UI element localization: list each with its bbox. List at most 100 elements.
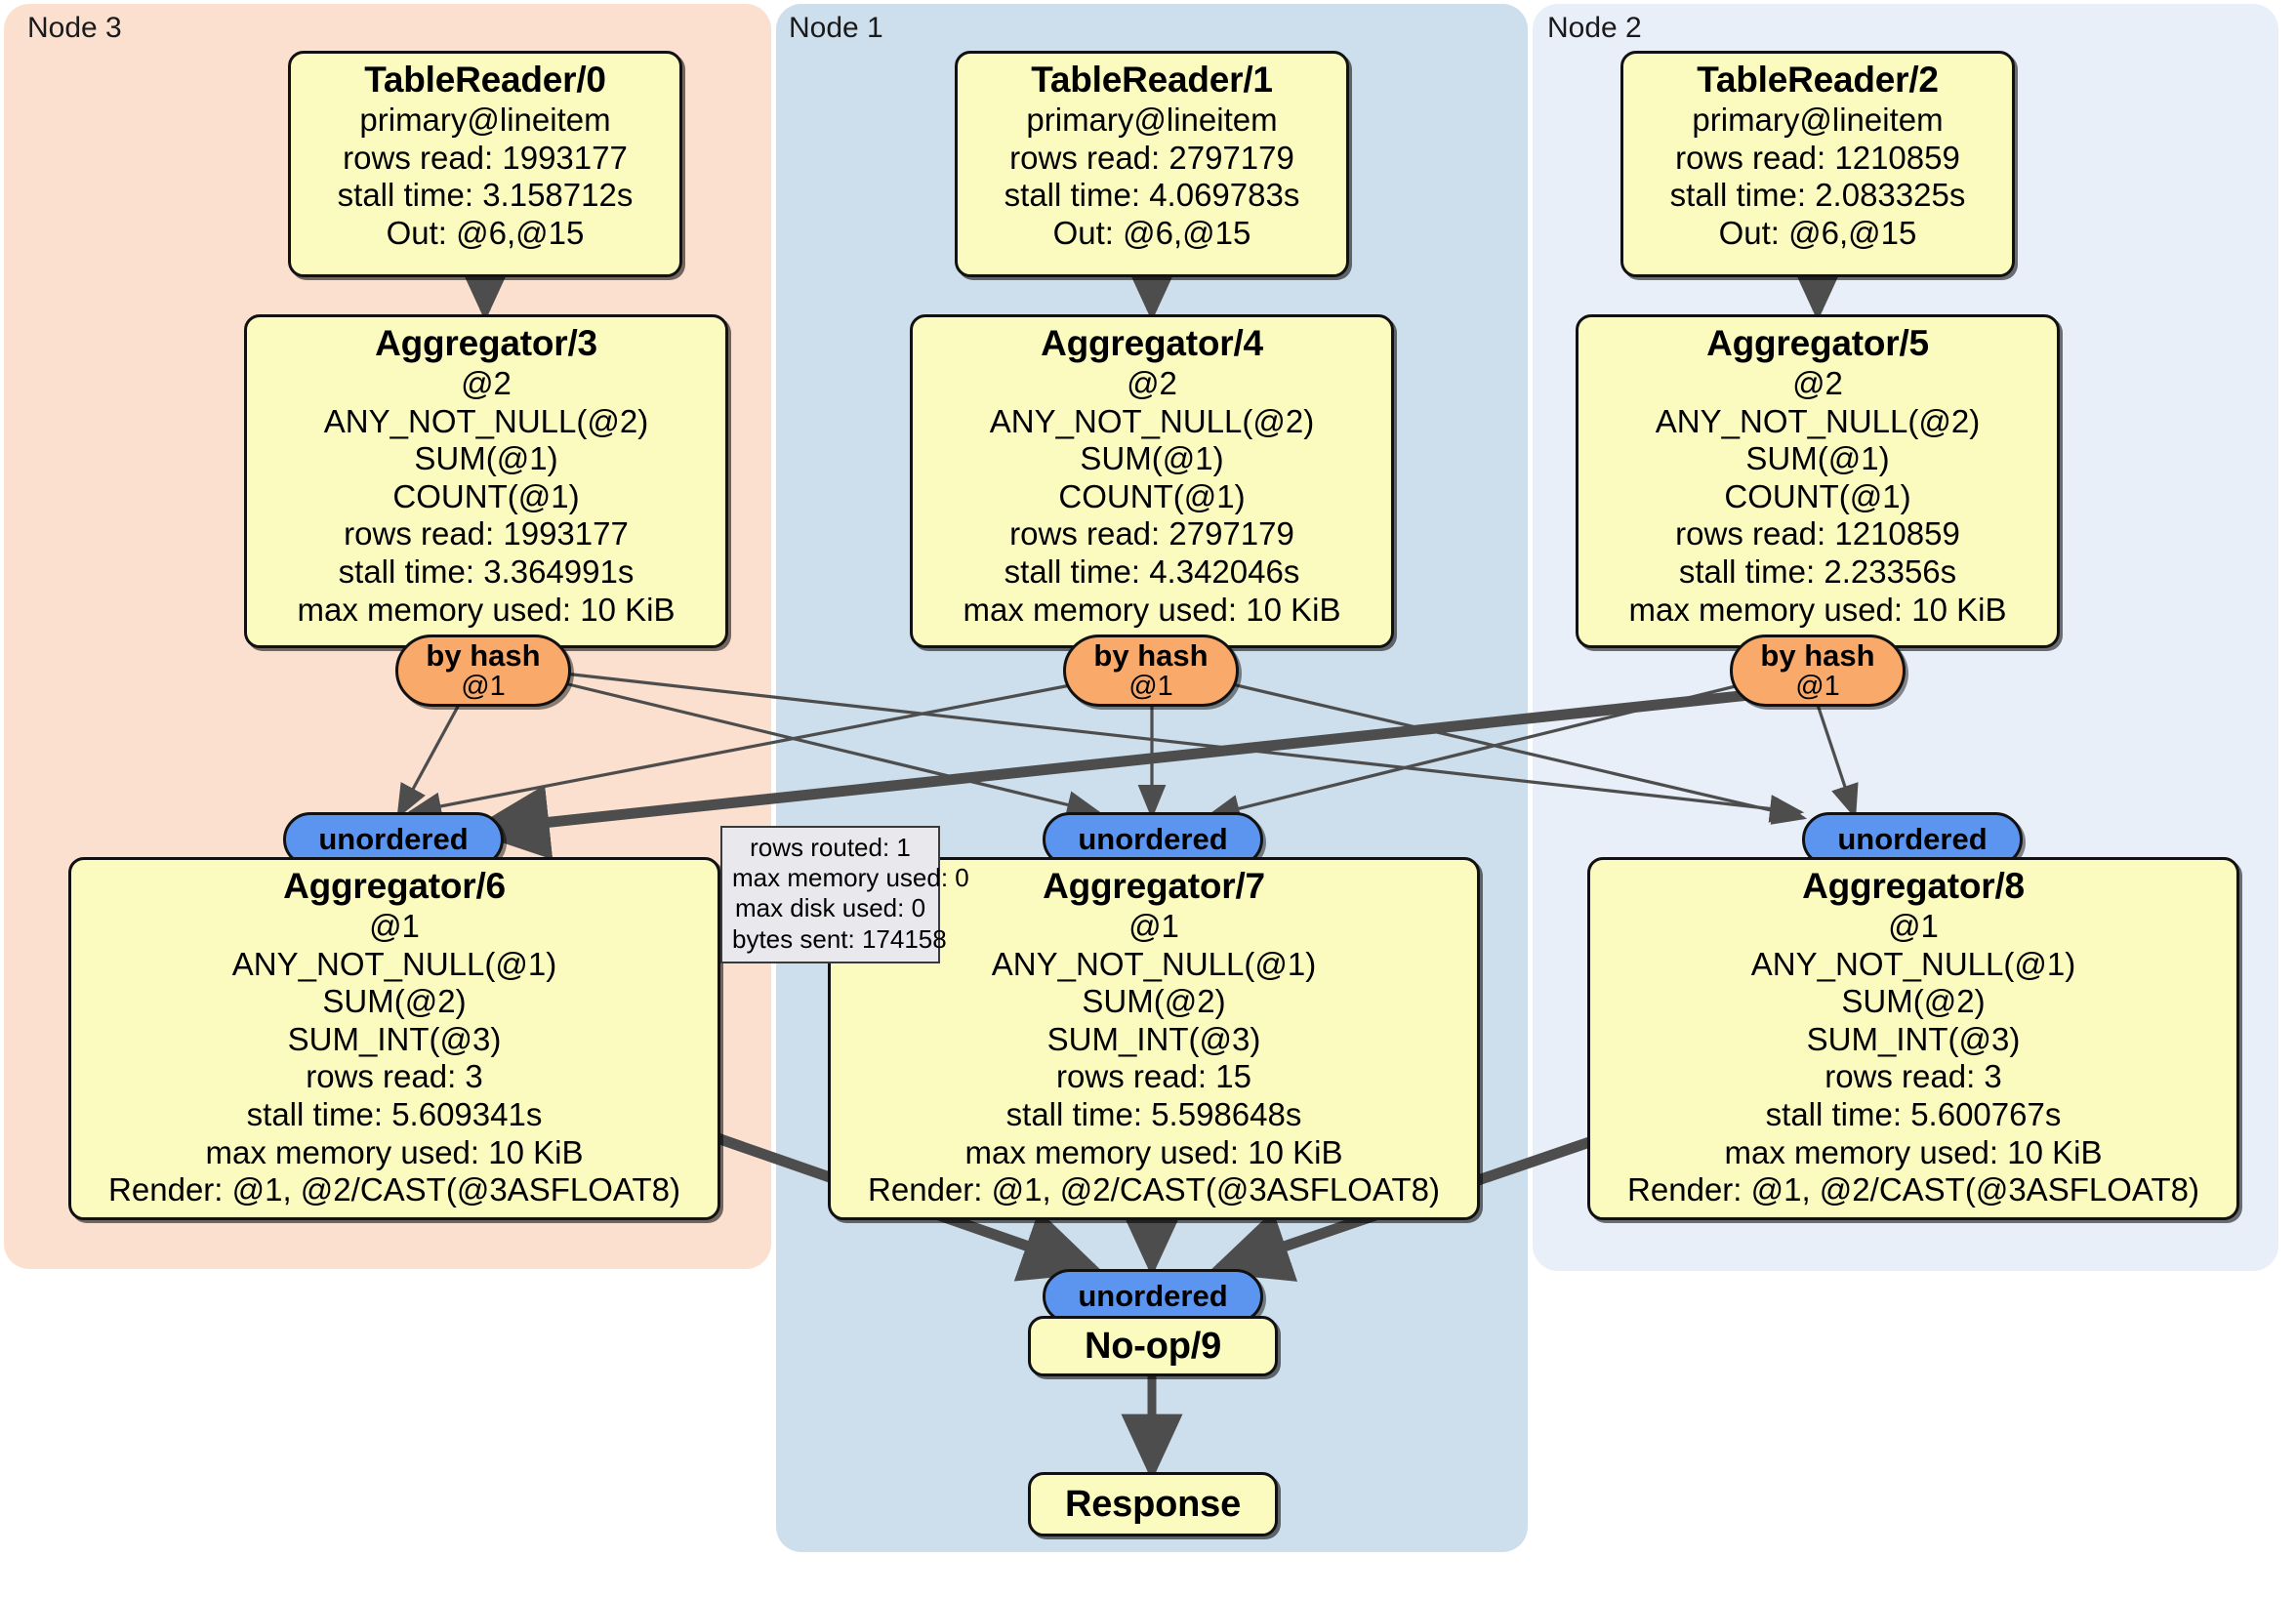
processor-detail: primary@lineitem [1692, 101, 1944, 138]
processor-title: No-op/9 [1084, 1325, 1222, 1367]
processor-title: Aggregator/7 [1043, 866, 1265, 906]
edge-hashL-unorderedL [396, 704, 461, 819]
processor-detail: SUM(@2) [322, 983, 467, 1020]
processor-detail: rows read: 15 [1056, 1058, 1251, 1095]
processor-detail: SUM_INT(@3) [287, 1020, 502, 1057]
processor-detail: stall time: 5.600767s [1765, 1095, 2062, 1132]
processor-title: Response [1064, 1483, 1241, 1525]
edge-hashL-unorderedM [563, 681, 1102, 819]
processor-tablereader-1[interactable]: TableReader/1 primary@lineitem rows read… [955, 51, 1349, 277]
synchronizer-label: unordered [1837, 821, 1988, 856]
processor-detail: Out: @6,@15 [386, 214, 585, 251]
processor-detail: stall time: 3.364991s [338, 553, 635, 590]
router-by-hash-left[interactable]: by hash @1 [395, 635, 571, 707]
processor-detail: rows read: 3 [306, 1058, 483, 1095]
processor-title: Aggregator/8 [1802, 866, 2025, 906]
processor-detail: SUM(@1) [414, 440, 558, 477]
processor-detail: ANY_NOT_NULL(@1) [231, 945, 557, 982]
processor-title: TableReader/2 [1697, 60, 1939, 100]
router-by-hash-middle[interactable]: by hash @1 [1063, 635, 1239, 707]
processor-detail: max memory used: 10 KiB [205, 1133, 584, 1170]
router-by-hash-right[interactable]: by hash @1 [1730, 635, 1906, 707]
router-stats-tooltip: rows routed: 1 max memory used: 0 max di… [720, 826, 969, 963]
synchronizer-label: unordered [318, 821, 469, 856]
processor-detail: rows read: 1993177 [344, 515, 629, 553]
stats-line: rows routed: 1 [750, 833, 911, 862]
processor-detail: COUNT(@1) [392, 477, 580, 514]
processor-detail: stall time: 5.598648s [1005, 1095, 1302, 1132]
processor-detail: rows read: 1993177 [343, 139, 628, 176]
processor-detail: SUM(@2) [1082, 983, 1226, 1020]
cluster-label-node-3: Node 3 [27, 12, 122, 44]
processor-detail: primary@lineitem [1026, 101, 1278, 138]
processor-detail: COUNT(@1) [1724, 477, 1911, 514]
router-label: by hash [426, 637, 541, 673]
processor-detail: max memory used: 10 KiB [964, 1133, 1343, 1170]
processor-detail: ANY_NOT_NULL(@2) [1655, 402, 1981, 439]
processor-detail: SUM_INT(@3) [1046, 1020, 1261, 1057]
processor-detail: SUM(@1) [1745, 440, 1890, 477]
processor-detail: primary@lineitem [359, 101, 611, 138]
processor-detail: max memory used: 10 KiB [297, 591, 676, 628]
processor-aggregator-3[interactable]: Aggregator/3 @2 ANY_NOT_NULL(@2) SUM(@1)… [244, 314, 728, 648]
router-label: by hash [1093, 637, 1209, 673]
processor-title: Aggregator/4 [1041, 323, 1263, 363]
processor-detail: SUM(@2) [1841, 983, 1986, 1020]
processor-detail: SUM(@1) [1080, 440, 1224, 477]
processor-detail: ANY_NOT_NULL(@1) [991, 945, 1317, 982]
processor-noop-9[interactable]: No-op/9 [1028, 1316, 1278, 1376]
edge-hashM-unorderedR [1227, 681, 1808, 825]
edge-hashR-unorderedR [1816, 704, 1859, 820]
processor-response[interactable]: Response [1028, 1472, 1278, 1536]
synchronizer-unordered-final[interactable]: unordered [1043, 1269, 1263, 1324]
processor-aggregator-8[interactable]: Aggregator/8 @1 ANY_NOT_NULL(@1) SUM(@2)… [1587, 857, 2239, 1220]
stats-line: max memory used: 0 [732, 863, 969, 893]
synchronizer-label: unordered [1078, 1278, 1228, 1313]
processor-detail: rows read: 2797179 [1009, 515, 1294, 553]
processor-tablereader-0[interactable]: TableReader/0 primary@lineitem rows read… [288, 51, 682, 277]
router-sublabel: @1 [1795, 671, 1840, 703]
processor-detail: rows read: 3 [1824, 1058, 2002, 1095]
processor-detail: rows read: 1210859 [1675, 139, 1960, 176]
cluster-label-node-2: Node 2 [1547, 12, 1642, 44]
processor-detail: Out: @6,@15 [1052, 214, 1251, 251]
processor-detail: Render: @1, @2/CAST(@3ASFLOAT8) [868, 1171, 1440, 1208]
processor-aggregator-4[interactable]: Aggregator/4 @2 ANY_NOT_NULL(@2) SUM(@1)… [910, 314, 1394, 648]
processor-title: Aggregator/5 [1706, 323, 1929, 363]
cluster-label-node-1: Node 1 [789, 12, 883, 44]
processor-detail: ANY_NOT_NULL(@2) [323, 402, 649, 439]
processor-detail: @2 [1127, 364, 1177, 401]
processor-detail: stall time: 3.158712s [337, 177, 634, 214]
processor-detail: max memory used: 10 KiB [1628, 591, 2007, 628]
edge-hashR-unorderedL [468, 689, 1750, 860]
stats-line: bytes sent: 174158 [732, 923, 947, 954]
router-label: by hash [1760, 637, 1875, 673]
processor-detail: rows read: 2797179 [1009, 139, 1294, 176]
edge-hashL-unorderedR [563, 672, 1805, 823]
processor-detail: stall time: 5.609341s [246, 1095, 543, 1132]
processor-detail: Render: @1, @2/CAST(@3ASFLOAT8) [108, 1171, 680, 1208]
processor-detail: @2 [461, 364, 512, 401]
router-sublabel: @1 [1128, 671, 1173, 703]
processor-aggregator-5[interactable]: Aggregator/5 @2 ANY_NOT_NULL(@2) SUM(@1)… [1576, 314, 2060, 648]
processor-title: Aggregator/3 [375, 323, 597, 363]
processor-detail: COUNT(@1) [1058, 477, 1246, 514]
processor-detail: Out: @6,@15 [1718, 214, 1917, 251]
processor-title: Aggregator/6 [283, 866, 506, 906]
processor-detail: rows read: 1210859 [1675, 515, 1960, 553]
processor-detail: stall time: 4.069783s [1004, 177, 1300, 214]
processor-detail: @1 [1128, 907, 1179, 944]
processor-tablereader-2[interactable]: TableReader/2 primary@lineitem rows read… [1620, 51, 2015, 277]
processor-detail: max memory used: 10 KiB [1724, 1133, 2103, 1170]
router-sublabel: @1 [461, 671, 506, 703]
processor-detail: stall time: 2.083325s [1669, 177, 1966, 214]
processor-aggregator-6[interactable]: Aggregator/6 @1 ANY_NOT_NULL(@1) SUM(@2)… [68, 857, 720, 1220]
processor-detail: ANY_NOT_NULL(@2) [989, 402, 1315, 439]
processor-detail: max memory used: 10 KiB [963, 591, 1341, 628]
edge-hashR-unorderedM [1205, 681, 1748, 823]
synchronizer-label: unordered [1078, 821, 1228, 856]
processor-detail: @1 [1888, 907, 1939, 944]
processor-title: TableReader/0 [364, 60, 606, 100]
processor-detail: ANY_NOT_NULL(@1) [1750, 945, 2076, 982]
processor-title: TableReader/1 [1031, 60, 1273, 100]
